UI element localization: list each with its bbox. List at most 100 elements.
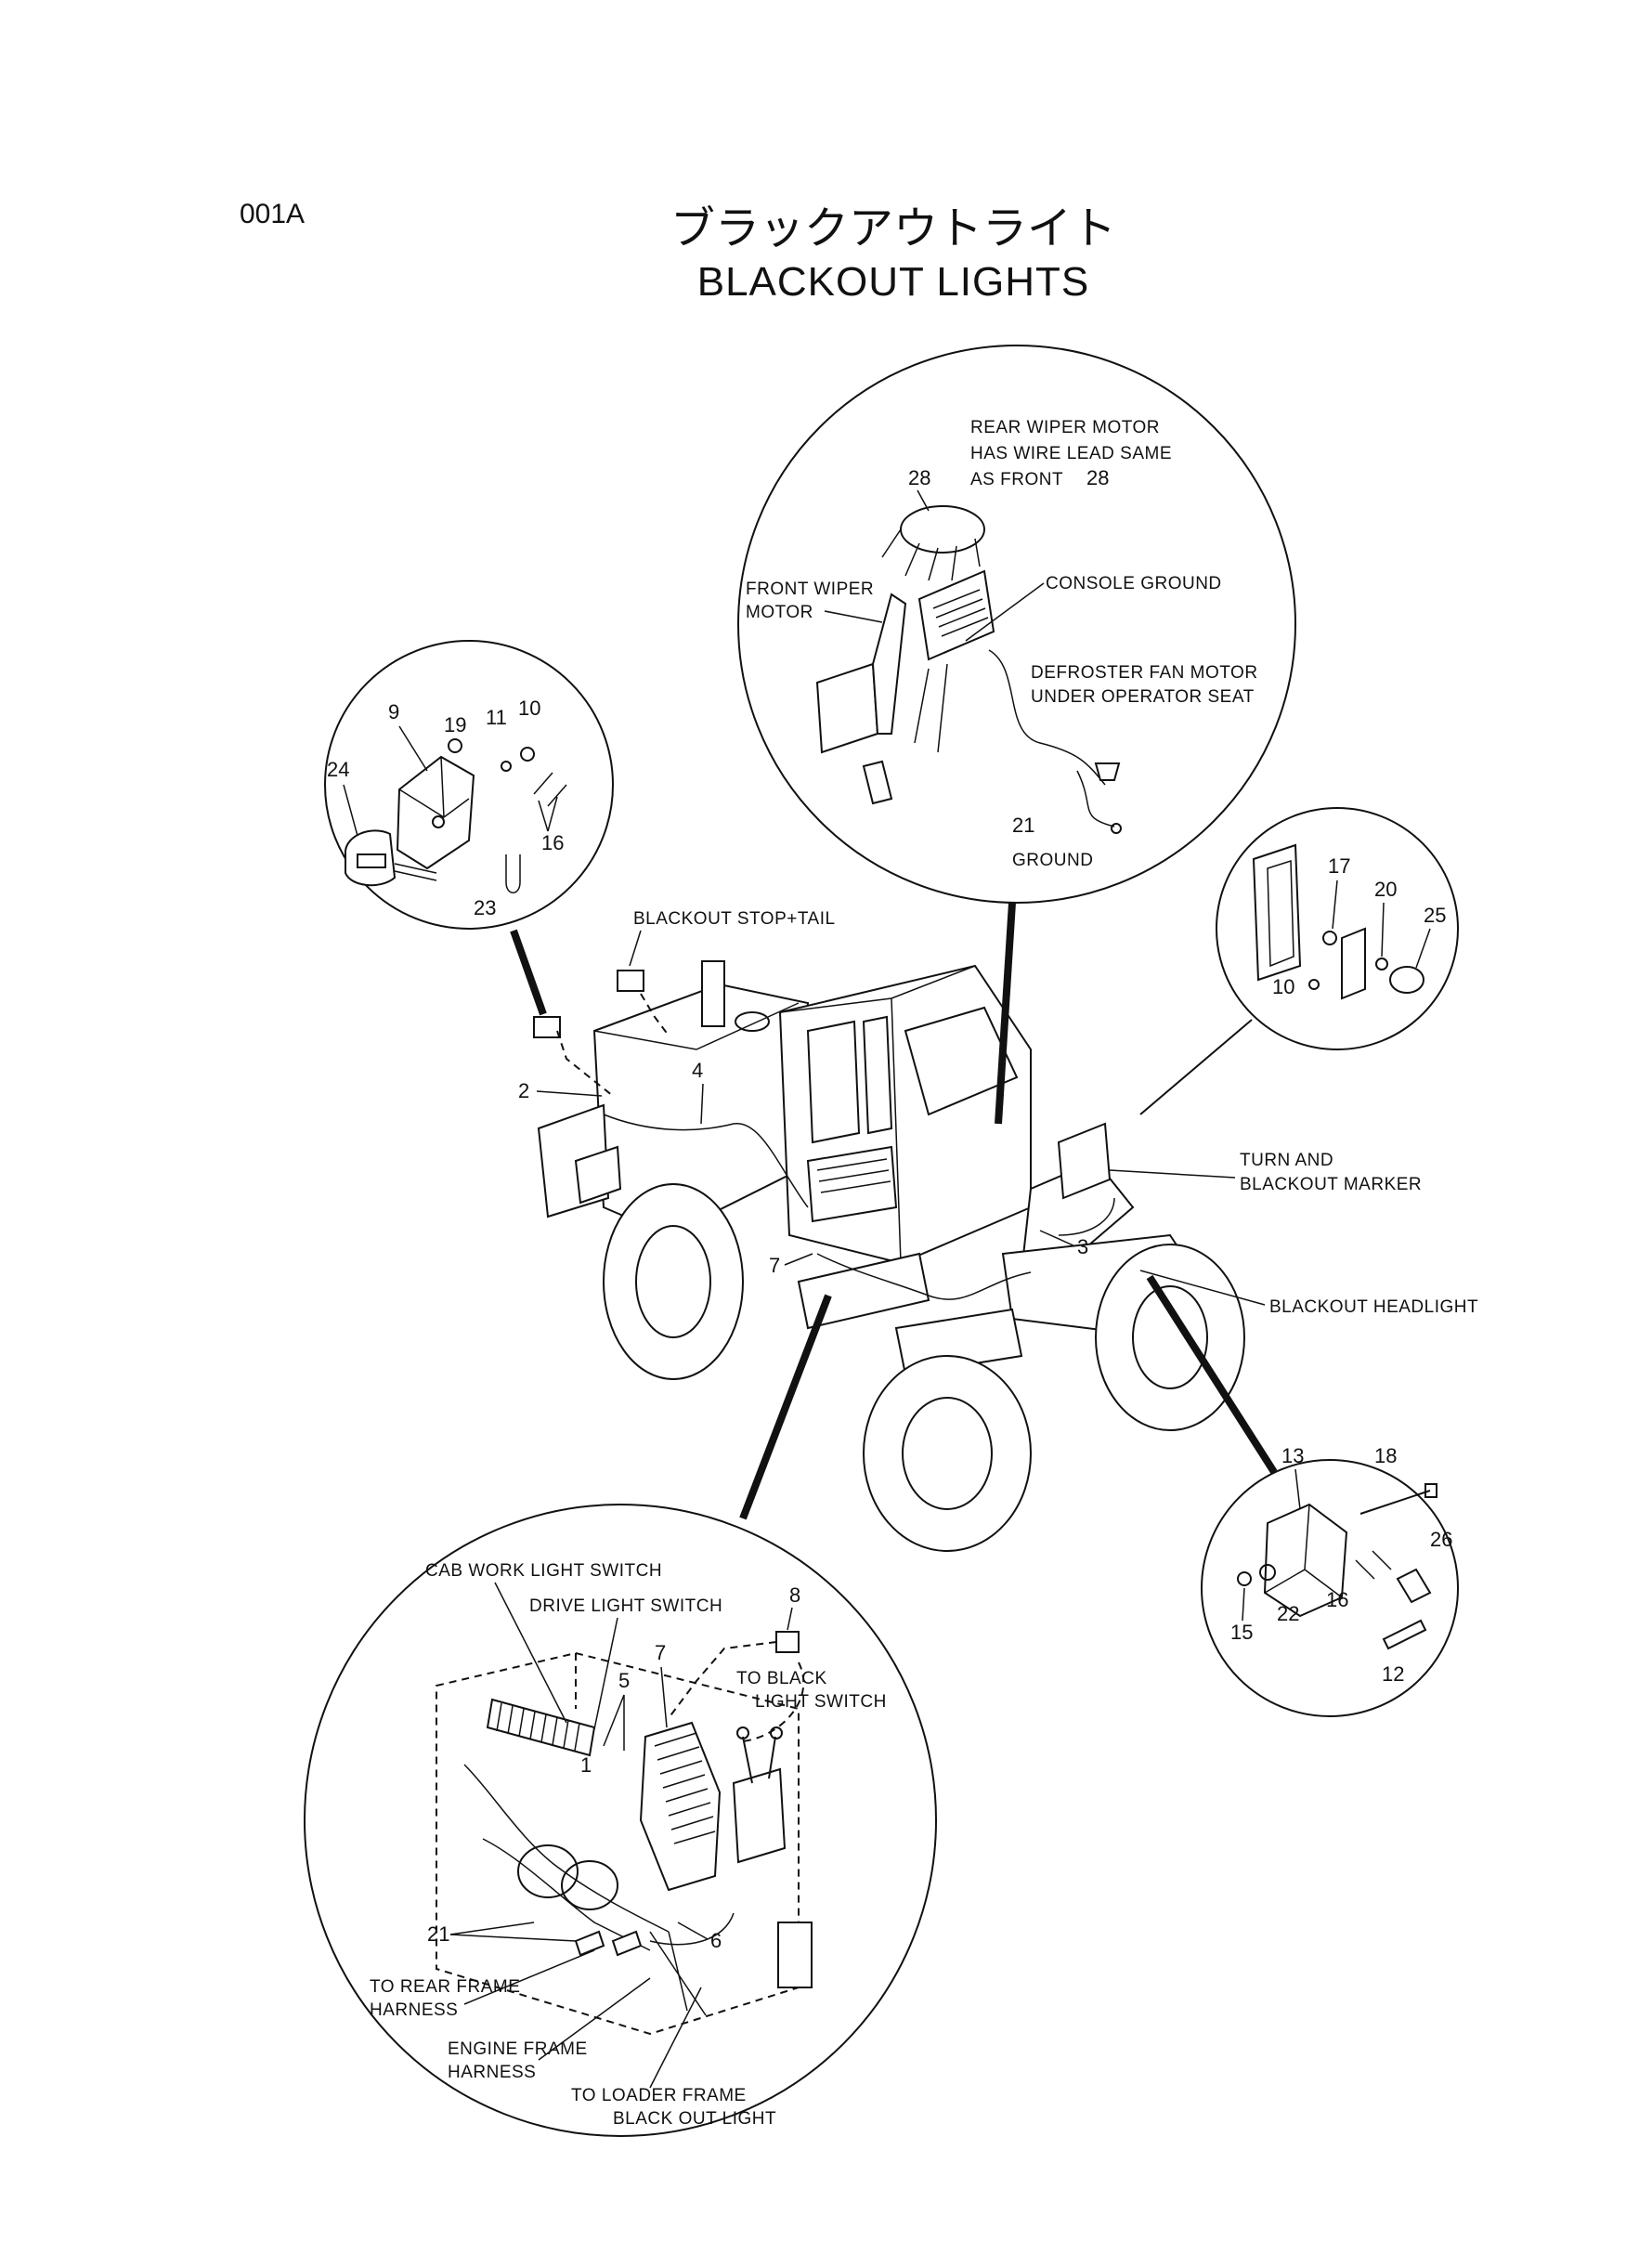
front-right-wheel (1095, 1244, 1245, 1431)
part-number-21-harness: 21 (427, 1922, 449, 1946)
label-front-wiper-2: MOTOR (746, 603, 813, 622)
wiper-motor-harness (900, 505, 985, 554)
detail-circle-outline (304, 1504, 937, 2137)
part-number-4: 4 (692, 1059, 703, 1082)
lead-12-icon (1382, 1619, 1427, 1650)
label-console-ground: CONSOLE GROUND (1046, 574, 1222, 593)
fuse-block-icon (639, 1721, 722, 1892)
label-defroster-1: DEFROSTER FAN MOTOR (1031, 663, 1258, 683)
part-number-10-right: 10 (1272, 975, 1294, 998)
leader-right-detail (1139, 1019, 1253, 1115)
part-number-8: 8 (789, 1583, 800, 1607)
screw-19-icon (448, 738, 462, 753)
part-number-6: 6 (710, 1929, 722, 1952)
leader-top-detail (995, 902, 1016, 1125)
cab-window-right (862, 1015, 893, 1135)
leader-left-detail (510, 929, 547, 1016)
detail-circle-outline (737, 345, 1296, 904)
side-module-icon (777, 1922, 813, 1988)
label-turn-marker-1: TURN AND (1240, 1151, 1333, 1170)
label-to-black-1: TO BLACK (736, 1669, 827, 1688)
headlight-bulb-icon (1396, 1568, 1432, 1604)
label-rear-frame-2: HARNESS (370, 2000, 458, 2020)
part-number-7: 7 (769, 1254, 780, 1277)
joystick-icon (732, 1726, 787, 1864)
part-number-19: 19 (444, 713, 466, 736)
part-number-28-b: 28 (1086, 466, 1109, 489)
label-defroster-2: UNDER OPERATOR SEAT (1031, 687, 1255, 707)
part-number-28: 28 (908, 466, 930, 489)
label-engine-frame-2: HARNESS (448, 2063, 536, 2082)
part-number-11: 11 (486, 706, 507, 729)
label-front-wiper-1: FRONT WIPER (746, 580, 874, 599)
lamp-socket-icon (344, 829, 397, 887)
detail-circle-rear-light: 19 9 11 10 24 16 23 (324, 640, 614, 930)
part-number-13: 13 (1281, 1444, 1304, 1467)
turn-marker-lamp (1057, 1122, 1112, 1200)
front-left-wheel (863, 1355, 1032, 1552)
label-rear-frame-1: TO REAR FRAME (370, 1977, 520, 1997)
rear-stop-tail-lamp (617, 970, 644, 992)
bolt-18-icon (1359, 1490, 1431, 1515)
wheel-loader-illustration (533, 960, 1245, 1552)
rear-lamp-left (533, 1016, 561, 1038)
part-number-24: 24 (327, 758, 349, 781)
part-number-15: 15 (1230, 1621, 1253, 1644)
part-number-23: 23 (474, 896, 496, 919)
detail-circle-outline (324, 640, 614, 930)
switch-bank-icon (486, 1698, 596, 1757)
part-number-26: 26 (1430, 1528, 1452, 1551)
part-number-22: 22 (1277, 1602, 1299, 1625)
part-number-25: 25 (1424, 904, 1446, 927)
part-number-16-headlight: 16 (1326, 1588, 1348, 1611)
title-japanese: ブラックアウトライト (670, 202, 1116, 254)
label-drive-light-switch: DRIVE LIGHT SWITCH (529, 1596, 722, 1616)
label-engine-frame-1: ENGINE FRAME (448, 2039, 588, 2059)
label-blackout-headlight: BLACKOUT HEADLIGHT (1269, 1297, 1478, 1317)
marker-lamp-icon (1389, 966, 1424, 994)
part-number-10: 10 (518, 697, 540, 720)
part-number-7-harness: 7 (655, 1641, 666, 1664)
part-number-9: 9 (388, 700, 399, 723)
leader-bottom-detail (739, 1294, 832, 1520)
cab-window-front (904, 1006, 1019, 1116)
exhaust-stack (701, 960, 725, 1027)
part-number-12: 12 (1382, 1662, 1404, 1686)
bracket-icon (1341, 927, 1366, 1000)
part-number-5: 5 (618, 1669, 630, 1692)
label-turn-marker-2: BLACKOUT MARKER (1240, 1175, 1422, 1194)
label-blackout-stop-tail: BLACKOUT STOP+TAIL (633, 909, 836, 929)
title-english: BLACKOUT LIGHTS (697, 259, 1090, 305)
console-illustration (815, 505, 1122, 834)
relay-icon (775, 1631, 800, 1653)
detail-circle-headlight: 13 18 26 15 22 16 12 (1201, 1444, 1459, 1717)
part-number-17: 17 (1328, 854, 1350, 878)
part-number-20: 20 (1374, 878, 1397, 901)
detail-circle-outline (1201, 1459, 1459, 1717)
page-code: 001A (240, 199, 305, 229)
part-number-3: 3 (1077, 1235, 1088, 1258)
part-number-21: 21 (1012, 814, 1034, 837)
label-to-black-2: LIGHT SWITCH (755, 1692, 887, 1712)
defroster-motor-icon (1094, 762, 1121, 781)
part-number-1: 1 (580, 1753, 592, 1777)
label-loader-frame-1: TO LOADER FRAME (571, 2086, 747, 2105)
rear-left-wheel (603, 1183, 744, 1380)
cab-window-left (806, 1020, 861, 1144)
detail-circle-outline (1216, 807, 1459, 1050)
detail-circle-cab-wiring: 28 REAR WIPER MOTOR HAS WIRE LEAD SAME A… (737, 345, 1296, 904)
detail-circle-turn-marker: 17 20 25 10 (1216, 807, 1459, 1050)
part-number-18: 18 (1374, 1444, 1397, 1467)
label-rear-wiper-3: AS FRONT (970, 470, 1063, 489)
part-number-2: 2 (518, 1079, 529, 1102)
dash-panel (806, 1145, 898, 1223)
label-rear-wiper-2: HAS WIRE LEAD SAME (970, 444, 1172, 463)
label-rear-wiper-1: REAR WIPER MOTOR (970, 418, 1160, 437)
label-cab-work-light-switch: CAB WORK LIGHT SWITCH (425, 1561, 662, 1581)
detail-circle-switch-harness (304, 1504, 937, 2137)
mid-fender (797, 1252, 930, 1330)
label-loader-frame-2: BLACK OUT LIGHT (613, 2109, 776, 2129)
leader-headlight-detail (1146, 1274, 1278, 1475)
marker-housing-icon (1252, 843, 1302, 982)
